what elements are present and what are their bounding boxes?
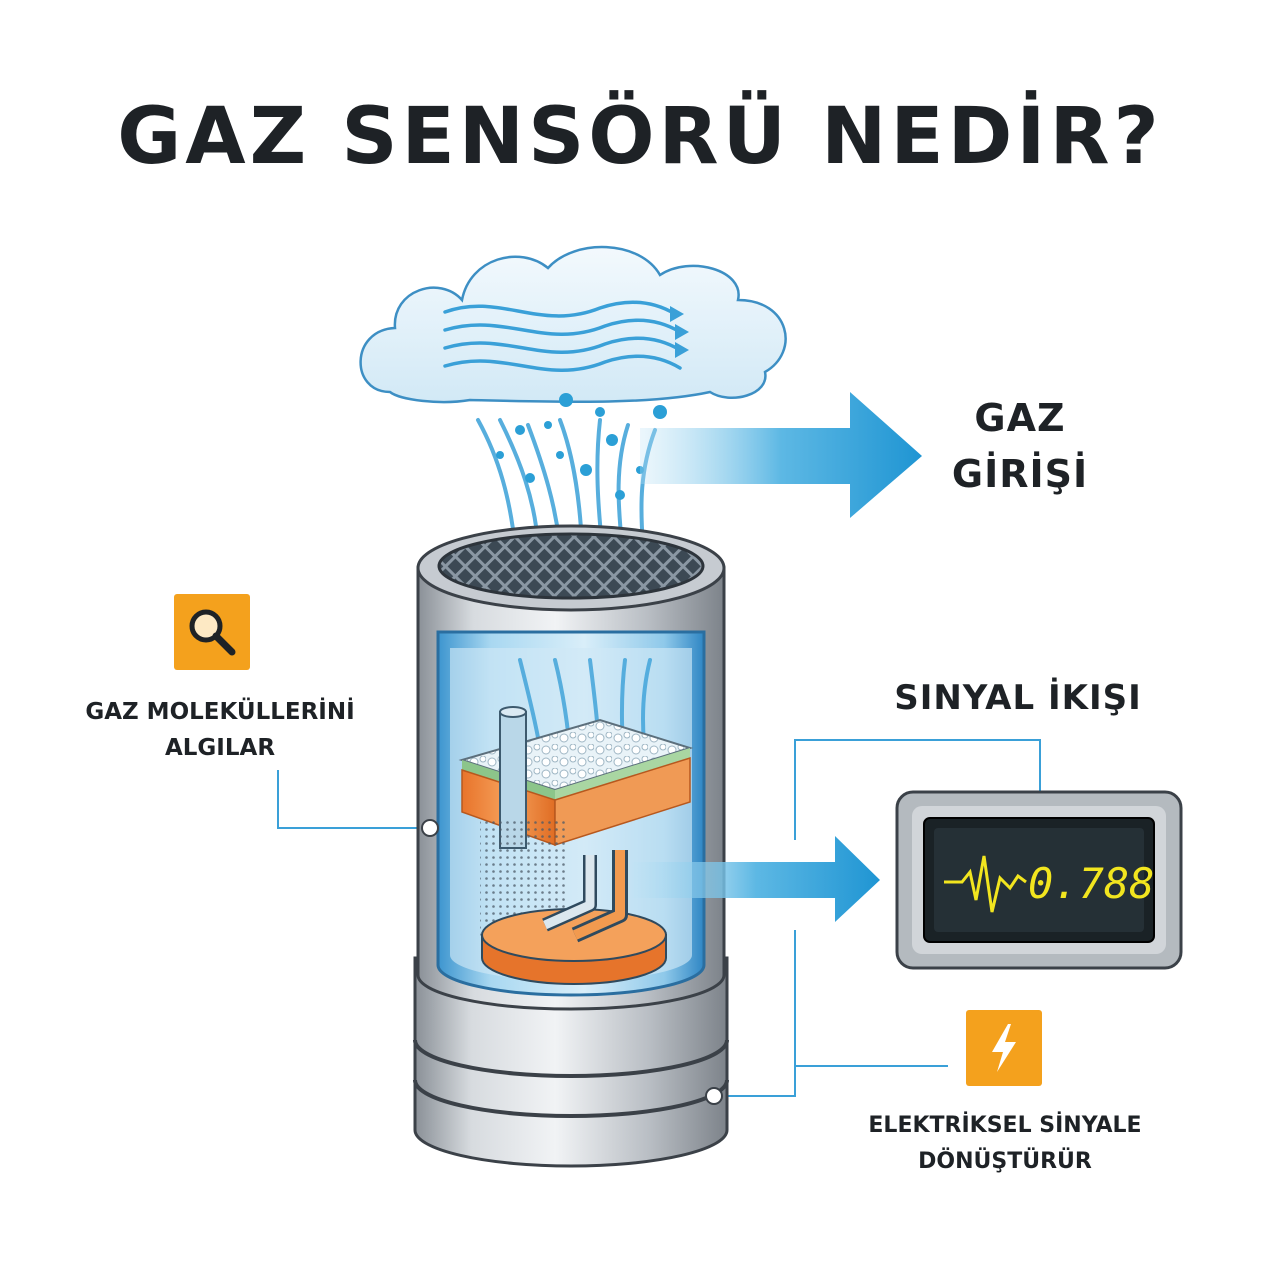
display-reading: 0.788 xyxy=(1028,859,1154,908)
signal-output-label: SINYAL İKIŞI xyxy=(894,678,1142,718)
gas-input-label-line2: GİRİŞİ xyxy=(951,452,1089,496)
gas-input-arrow xyxy=(640,392,922,518)
gas-molecules xyxy=(496,393,667,500)
signal-display: 0.788 xyxy=(895,790,1183,970)
page-title: GAZ SENSÖRÜ NEDİR? xyxy=(117,92,1163,182)
detect-label: GAZ MOLEKÜLLERİNİ ALGILAR xyxy=(60,694,380,766)
convert-label-line1: ELEKTRİKSEL SİNYALE xyxy=(868,1113,1142,1138)
signal-output-arrow xyxy=(632,836,880,922)
detect-label-line1: GAZ MOLEKÜLLERİNİ xyxy=(85,699,355,725)
gas-cloud xyxy=(359,245,787,404)
convert-badge xyxy=(966,1010,1042,1086)
convert-label-line2: DÖNÜŞTÜRÜR xyxy=(918,1149,1092,1174)
detect-label-line2: ALGILAR xyxy=(164,735,276,761)
wind-arrowheads xyxy=(670,306,689,358)
lightning-icon xyxy=(992,1024,1016,1072)
gas-input-label: GAZ GİRİŞİ xyxy=(930,390,1110,502)
gas-input-label-line1: GAZ xyxy=(974,396,1066,440)
magnifier-icon xyxy=(189,609,236,656)
wind-lines xyxy=(443,300,682,372)
signal-waveform xyxy=(944,855,1027,913)
detect-badge xyxy=(174,594,250,670)
sensor-body xyxy=(413,524,729,1168)
convert-label: ELEKTRİKSEL SİNYALE DÖNÜŞTÜRÜR xyxy=(840,1108,1170,1180)
connector-lines xyxy=(277,739,1041,1097)
